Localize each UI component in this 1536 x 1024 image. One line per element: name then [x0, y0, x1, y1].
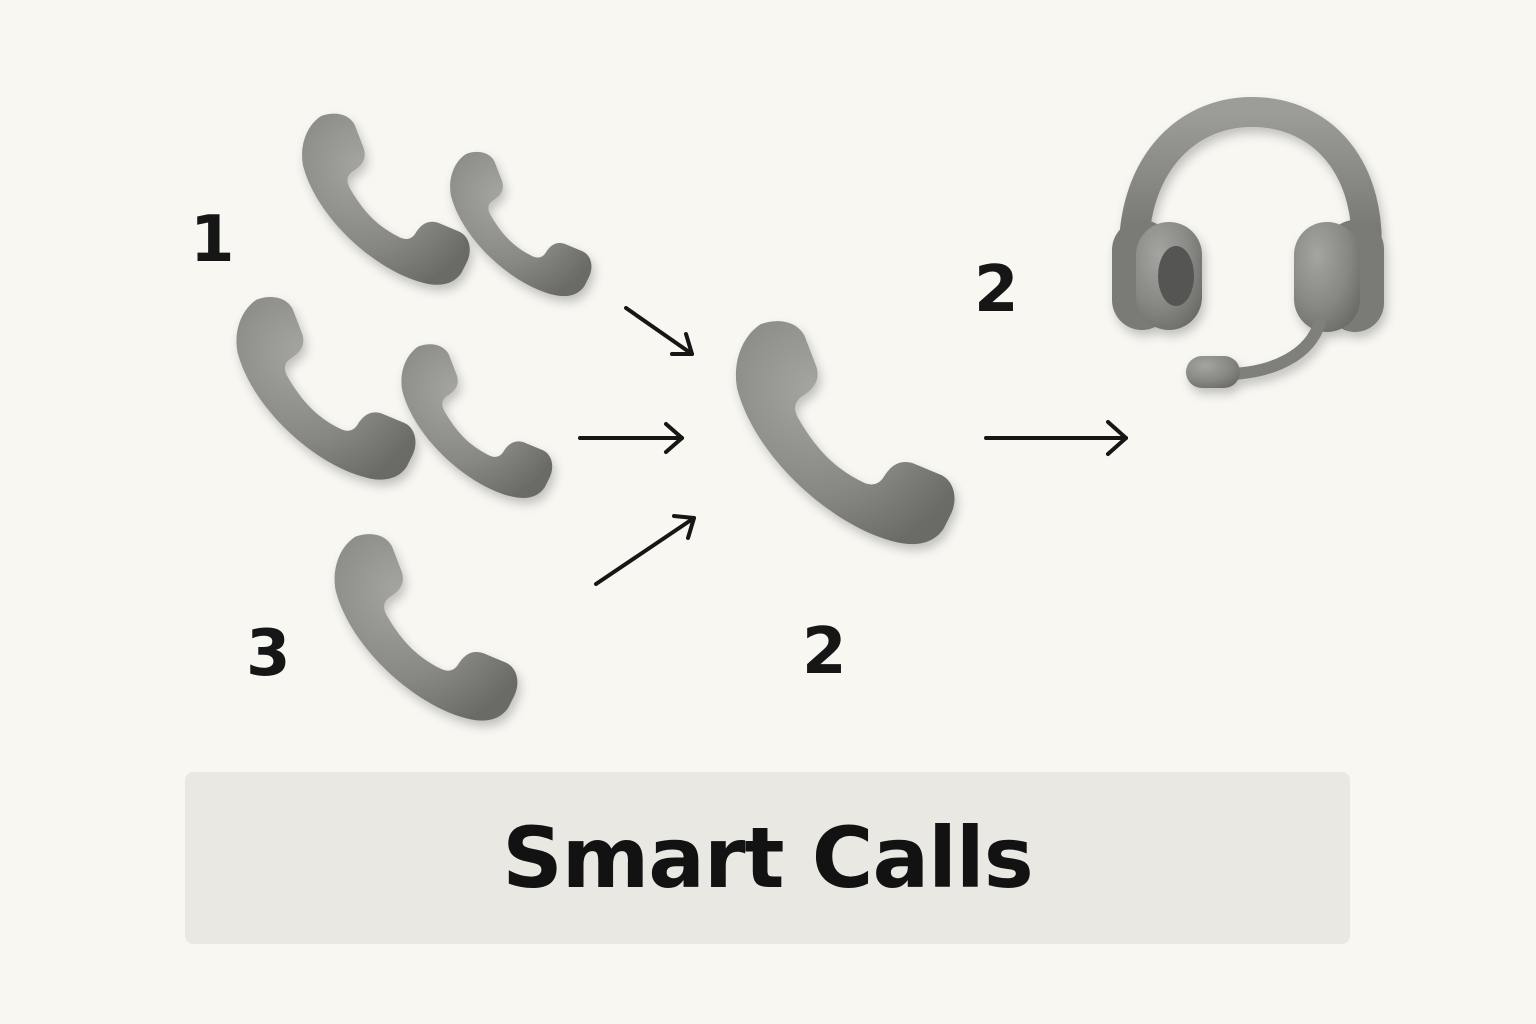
incoming-call-handset-3 — [236, 296, 416, 480]
step-number-routed: 2 — [802, 615, 847, 689]
incoming-call-handset-5 — [334, 534, 518, 721]
step-number-1: 1 — [190, 203, 235, 277]
step-number-3: 3 — [246, 617, 291, 691]
banner-title: Smart Calls — [502, 809, 1033, 907]
routed-call-handset — [735, 321, 955, 545]
incoming-call-handset-1 — [302, 113, 470, 285]
step-number-agent: 2 — [974, 253, 1019, 327]
title-banner: Smart Calls — [185, 772, 1350, 944]
headset-icon — [1112, 96, 1384, 388]
arrow-right-icon — [984, 420, 1128, 456]
arrow-right-icon — [578, 422, 684, 454]
arrow-right-icon — [594, 514, 696, 586]
incoming-call-handset-2 — [450, 151, 592, 297]
incoming-call-handset-4 — [401, 344, 553, 498]
arrow-right-icon — [624, 306, 694, 356]
